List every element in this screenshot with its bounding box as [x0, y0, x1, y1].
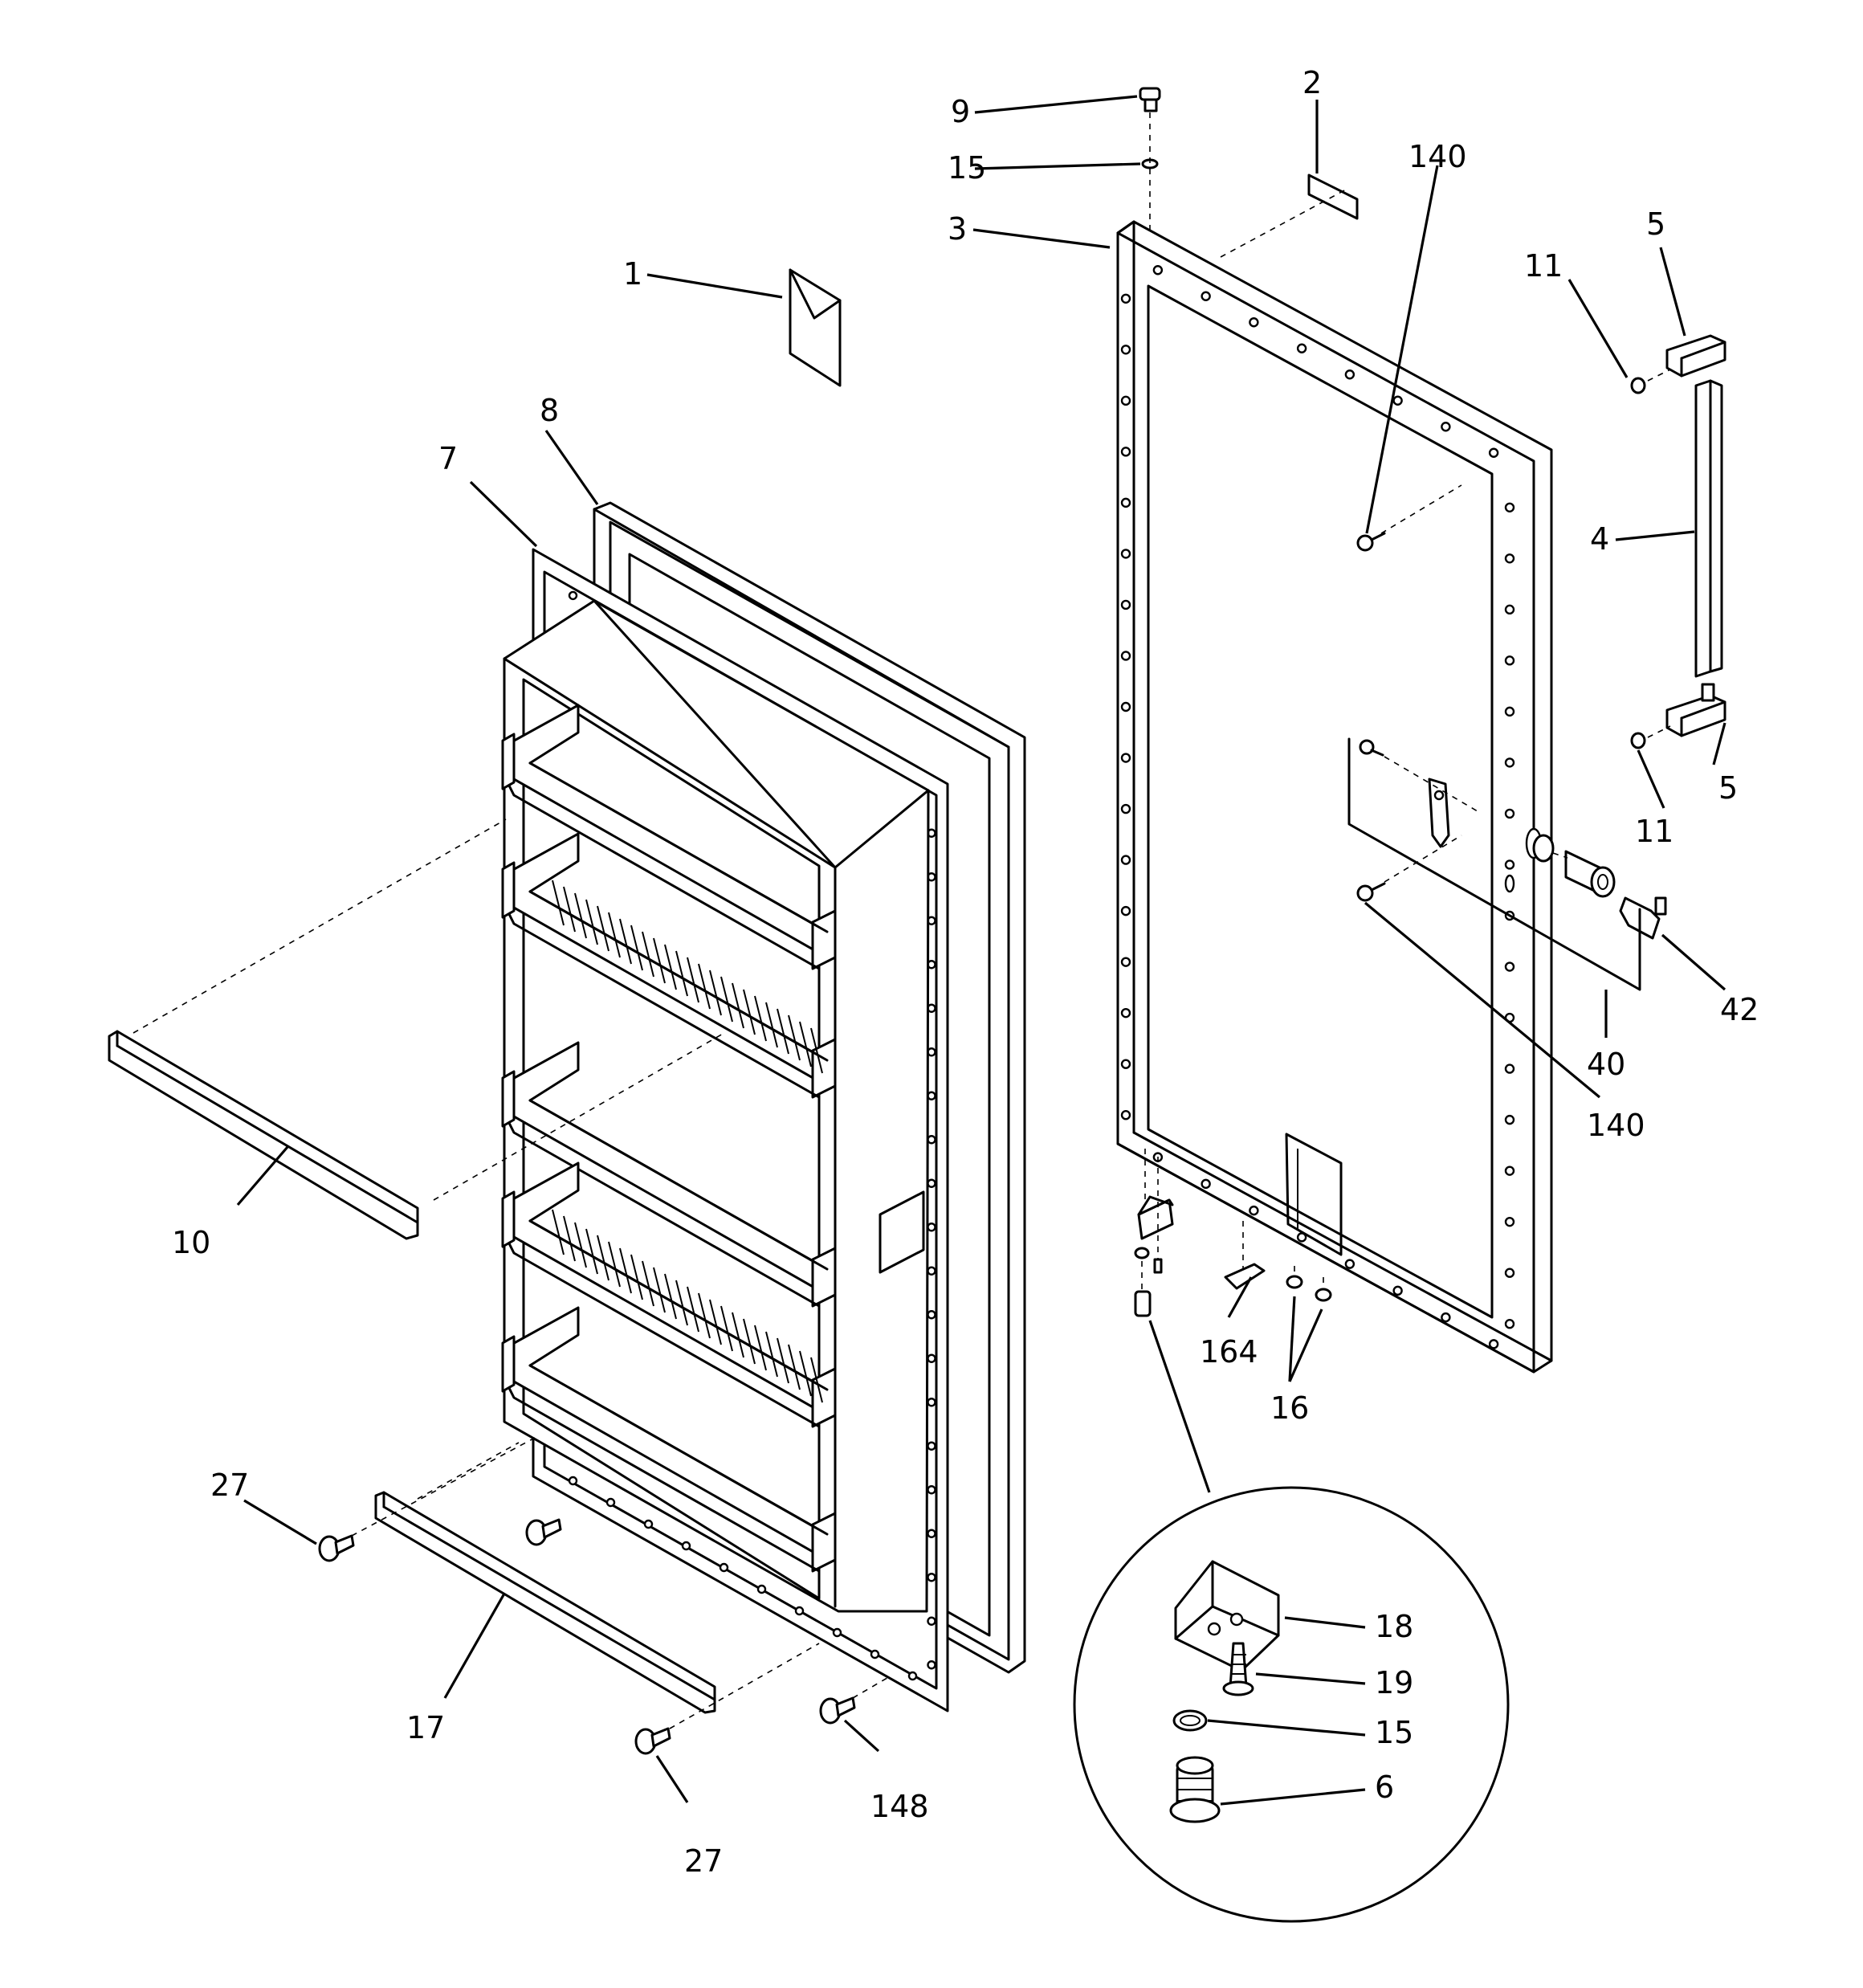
callout-1: 1 — [623, 256, 642, 292]
callout-27-bottom: 27 — [684, 1843, 723, 1879]
callout-27-left: 27 — [210, 1468, 249, 1503]
callout-10: 10 — [172, 1225, 210, 1260]
callout-7: 7 — [438, 441, 458, 476]
door-shelf — [501, 704, 837, 970]
callout-15-detail: 15 — [1375, 1715, 1413, 1750]
callout-40: 40 — [1587, 1047, 1625, 1082]
envelope-icon — [789, 268, 842, 387]
callout-15-top: 15 — [948, 150, 986, 186]
callout-leader-lines — [236, 95, 1726, 1806]
callout-11-lower: 11 — [1635, 814, 1673, 849]
callout-9: 9 — [951, 94, 970, 129]
callout-140-lower: 140 — [1587, 1108, 1645, 1143]
callout-8: 8 — [540, 393, 559, 428]
washer-icon-lower — [1630, 732, 1646, 749]
bottom-hinge-parts-icon — [1134, 1195, 1332, 1317]
callout-11-upper: 11 — [1524, 248, 1563, 284]
handle-bar-icon — [1665, 334, 1726, 737]
lock-cylinder-icon — [1347, 737, 1667, 991]
hinge-plug-icon — [1139, 87, 1161, 112]
push-pin-icon-left — [318, 1534, 355, 1562]
door-shelf — [501, 1161, 837, 1428]
bottom-trim-strip-icon — [374, 1491, 716, 1714]
callout-2: 2 — [1302, 65, 1322, 100]
door-shelf — [501, 1041, 837, 1308]
push-pin-icon-bottom — [634, 1727, 671, 1755]
callout-5-lower: 5 — [1718, 770, 1738, 806]
outer-door-panel-icon — [1116, 220, 1553, 1374]
callout-labels: 1 2 3 4 5 5 6 7 8 9 10 11 11 15 15 16 17… — [172, 65, 1759, 1879]
assembly-guide-lines — [132, 112, 1671, 1729]
callout-18: 18 — [1375, 1609, 1413, 1644]
callout-16: 16 — [1270, 1390, 1309, 1426]
callout-164: 164 — [1200, 1334, 1258, 1370]
callout-5-upper: 5 — [1646, 206, 1665, 242]
plug-icon-detail — [1169, 1756, 1221, 1823]
callout-140-upper: 140 — [1408, 139, 1467, 174]
hinge-detail-magnifier-icon — [1073, 1486, 1510, 1923]
callout-148: 148 — [870, 1789, 929, 1824]
callout-19: 19 — [1375, 1665, 1413, 1700]
screw-icon-upper — [1356, 532, 1386, 552]
top-trim-strip-icon — [108, 1030, 419, 1240]
screw-icon-detail — [1222, 1642, 1254, 1696]
door-shelf — [501, 1306, 837, 1573]
door-shelves — [501, 704, 837, 1573]
washer-icon-detail — [1172, 1709, 1208, 1732]
callout-4: 4 — [1590, 521, 1609, 557]
callout-6: 6 — [1375, 1770, 1394, 1805]
callout-3: 3 — [948, 211, 967, 247]
callout-42: 42 — [1720, 992, 1759, 1027]
door-shelf — [501, 832, 837, 1099]
callout-17: 17 — [406, 1710, 445, 1745]
door-liner-icon — [501, 548, 949, 1712]
push-pin-icon-center — [525, 1518, 562, 1546]
washer-icon-upper — [1630, 377, 1646, 394]
push-pin-icon-right — [819, 1696, 856, 1725]
